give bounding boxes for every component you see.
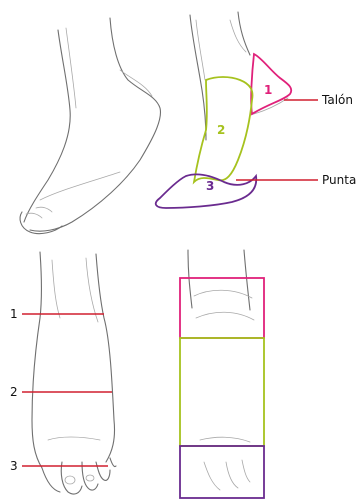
sketch-front-foot-right [188, 250, 254, 490]
sketch-front-foot-left [32, 252, 116, 494]
toe-callout-label: Punta [322, 173, 356, 187]
sketch-side-foot-right [190, 12, 288, 140]
sketch-side-foot-left [20, 18, 160, 234]
toe-box [180, 446, 264, 498]
region-number-2: 2 [217, 123, 225, 137]
front-callout-number-3: 3 [10, 459, 18, 473]
heel-box [180, 278, 264, 338]
front-callout-number-2: 2 [10, 385, 18, 399]
middle-box [180, 338, 264, 446]
region-number-1: 1 [264, 83, 272, 97]
heel-callout-label: Talón [321, 93, 353, 107]
region-number-3: 3 [206, 179, 214, 193]
front-callout-number-1: 1 [10, 307, 18, 321]
